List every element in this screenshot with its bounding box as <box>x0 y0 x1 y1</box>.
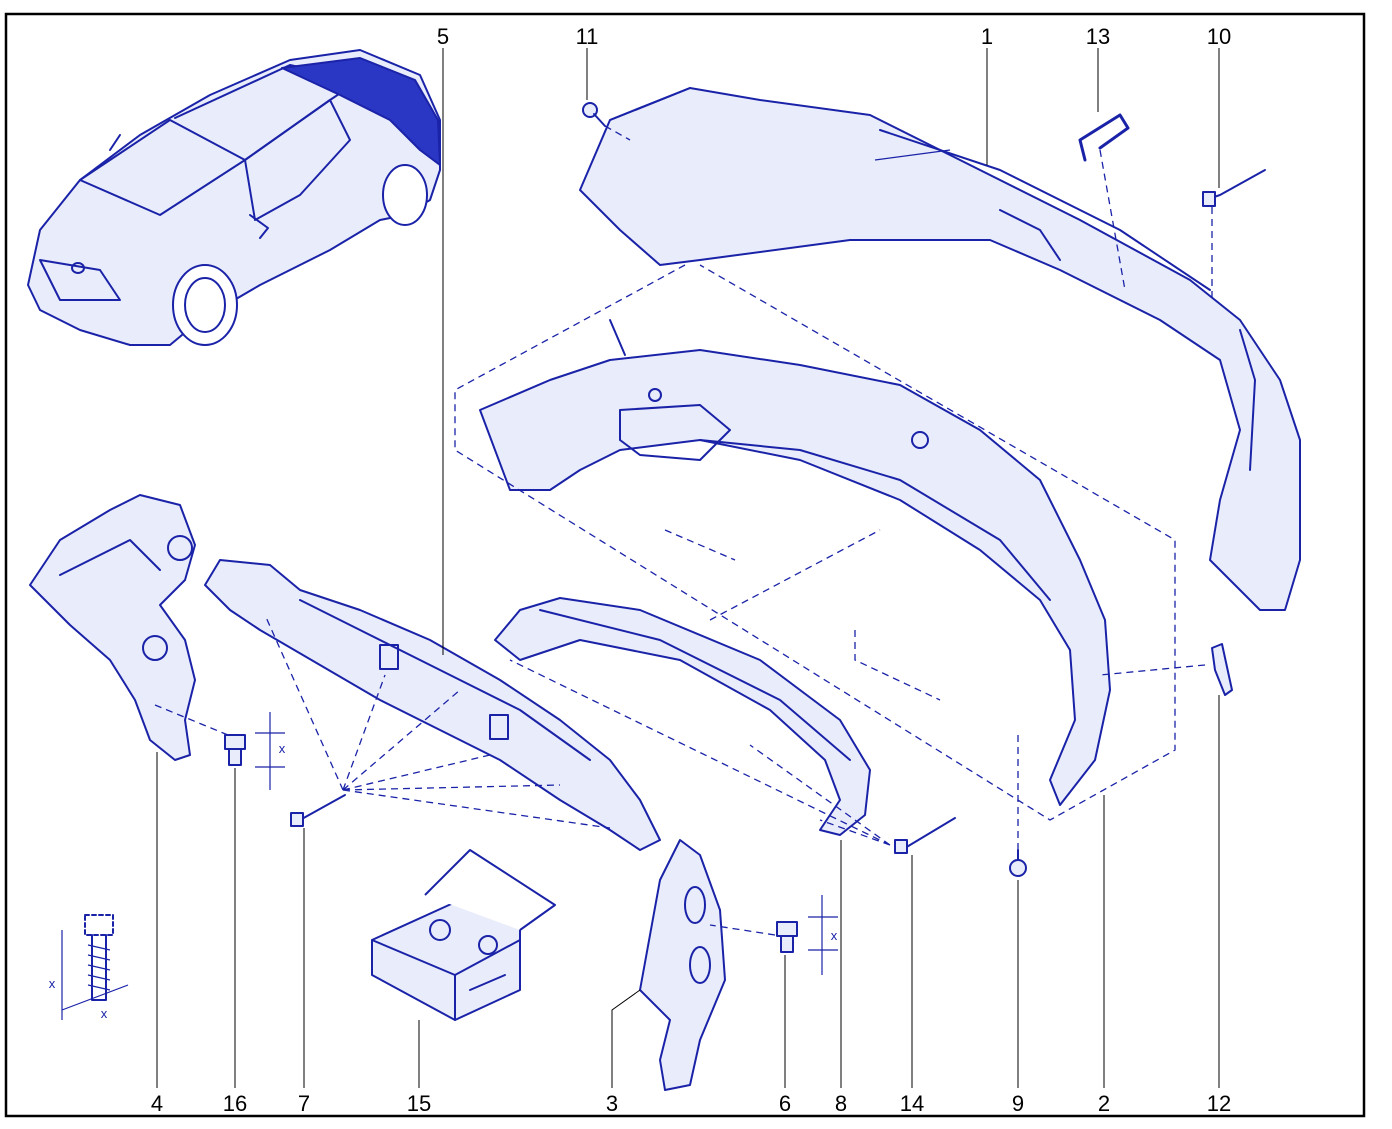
dimension-marks: x x x x <box>49 712 838 1021</box>
callout-9: 9 <box>1012 1091 1024 1116</box>
callout-5: 5 <box>437 24 449 49</box>
car-overview-illustration <box>27 49 441 346</box>
callout-11: 11 <box>576 24 599 49</box>
part-12-clip <box>1211 643 1233 696</box>
part-3-side-bracket <box>639 839 726 1091</box>
dim-label-6: x <box>831 928 838 943</box>
dim-label-bolt-v: x <box>49 976 56 991</box>
callout-numbers: 5 11 1 13 10 4 16 7 15 3 6 8 14 9 2 12 <box>151 24 1231 1116</box>
callout-6: 6 <box>779 1091 791 1116</box>
callout-16: 16 <box>223 1091 247 1116</box>
leader-lines <box>156 48 1220 1088</box>
callout-4: 4 <box>151 1091 163 1116</box>
part-6-push-clip <box>776 921 798 953</box>
part-11-screw <box>582 102 606 127</box>
callout-1: 1 <box>981 24 993 49</box>
bolt-dimension-icon <box>61 914 129 1020</box>
callout-13: 13 <box>1086 24 1110 49</box>
part-9-screw <box>1009 849 1027 877</box>
callout-2: 2 <box>1098 1091 1110 1116</box>
part-2-lower-bumper <box>479 319 1111 806</box>
callout-14: 14 <box>900 1091 924 1116</box>
diagram-frame <box>4 12 1366 1118</box>
part-7-rivet <box>290 794 346 827</box>
assembly-guide-lines <box>154 125 1213 936</box>
dim-label-bolt-h: x <box>101 1006 108 1021</box>
part-13-clip-wire <box>1078 113 1130 162</box>
callout-15: 15 <box>407 1091 431 1116</box>
callout-12: 12 <box>1207 1091 1231 1116</box>
part-10-rivet <box>1202 169 1266 207</box>
callout-7: 7 <box>298 1091 310 1116</box>
part-1-bumper-cover <box>579 87 1301 611</box>
part-8-diffuser <box>494 597 871 836</box>
part-5-impact-beam <box>204 559 661 851</box>
dim-label-16: x <box>279 741 286 756</box>
callout-10: 10 <box>1207 24 1231 49</box>
callout-3: 3 <box>606 1091 618 1116</box>
part-14-rivet <box>894 817 956 854</box>
part-4-side-bracket <box>29 494 196 761</box>
callout-8: 8 <box>835 1091 847 1116</box>
part-16-push-clip <box>224 734 246 766</box>
part-15-fastener-kit <box>371 849 556 1021</box>
